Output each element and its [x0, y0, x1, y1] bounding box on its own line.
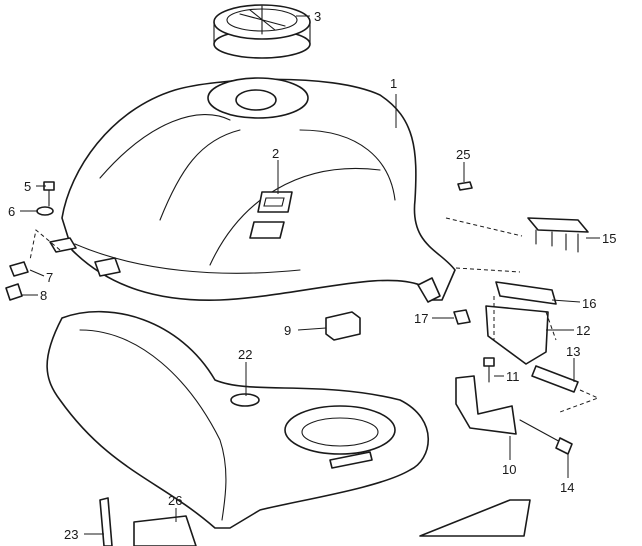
callout-12: 12 — [576, 323, 590, 338]
bracket-16-part — [495, 281, 557, 305]
hinge-12-part — [485, 305, 549, 365]
callout-7: 7 — [46, 270, 53, 285]
callout-22: 22 — [238, 347, 252, 362]
callout-2: 2 — [272, 146, 279, 161]
clip-8-part — [5, 283, 23, 301]
callout-6: 6 — [8, 204, 15, 219]
callout-16: 16 — [582, 296, 596, 311]
box-25-part — [133, 515, 197, 546]
bracket-10-part — [455, 375, 517, 435]
callout-26: 25 — [456, 147, 470, 162]
callout-3: 3 — [314, 9, 321, 24]
callout-23: 23 — [64, 527, 78, 542]
bracket-15-part — [527, 217, 589, 253]
cushion-7-part — [9, 261, 29, 277]
callout-5: 5 — [24, 179, 31, 194]
strap-23-part — [99, 497, 113, 546]
callout-13: 13 — [566, 344, 580, 359]
callout-25: 26 — [168, 493, 182, 508]
callout-1: 1 — [390, 76, 397, 91]
callout-10: 10 — [502, 462, 516, 477]
callout-14: 14 — [560, 480, 574, 495]
frame-piece-part — [419, 499, 531, 537]
fuel-tank-part — [49, 77, 456, 303]
callout-11: 11 — [506, 369, 520, 384]
pin-13-part — [531, 365, 579, 393]
bolt-11-part — [483, 357, 495, 383]
callout-9: 9 — [284, 323, 291, 338]
tank-emblem — [257, 191, 293, 213]
callout-15: 15 — [602, 231, 616, 246]
callout-8: 8 — [40, 288, 47, 303]
block-9-part — [325, 311, 361, 341]
nut-17-part — [453, 309, 471, 325]
fuel-cap-part — [213, 4, 311, 59]
washer-6-part — [36, 206, 54, 216]
bolt-14-part — [519, 419, 573, 455]
pad-26-part — [457, 181, 473, 191]
under-tray-part — [46, 310, 429, 529]
callout-17: 17 — [414, 311, 428, 326]
